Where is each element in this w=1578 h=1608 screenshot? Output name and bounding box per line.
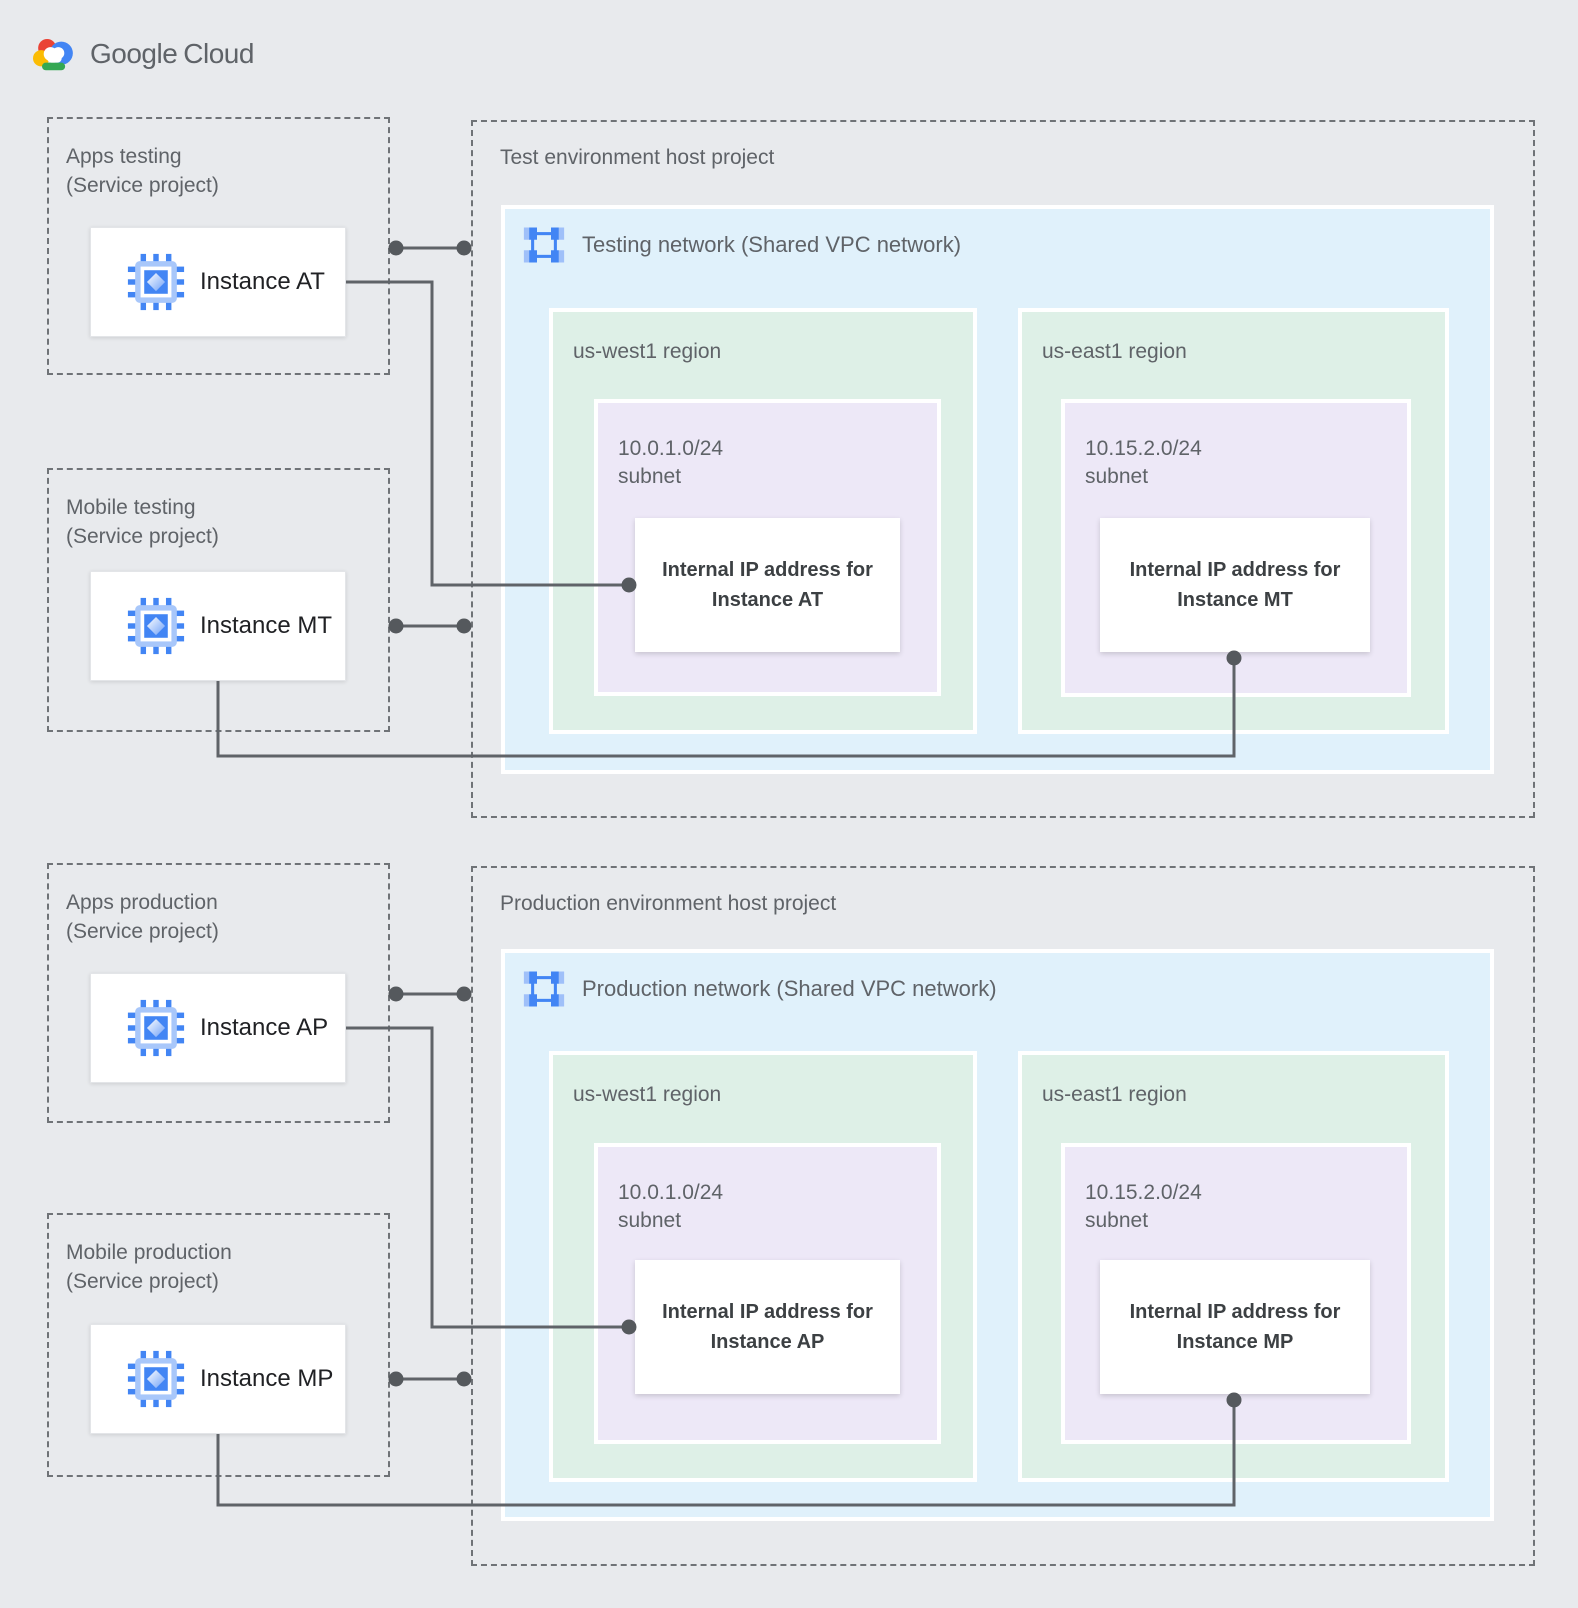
project-subtitle: (Service project): [66, 1269, 219, 1293]
project-subtitle: (Service project): [66, 524, 219, 548]
subnet-word: subnet: [618, 1209, 682, 1233]
google-cloud-logo-icon: [33, 39, 73, 71]
project-title: Apps testing: [66, 145, 182, 168]
subnet-label: 10.0.1.0/24 subnet: [598, 1147, 937, 1236]
region-label: us-east1 region: [1042, 340, 1187, 363]
instance-label: Instance AT: [200, 268, 325, 295]
vpc-network-icon: [523, 227, 565, 263]
logo-brand: Google: [90, 38, 178, 69]
internal-ip-card-instance-at: Internal IP address for Instance AT: [635, 518, 900, 652]
mobile-testing-label: Mobile testing (Service project): [49, 470, 388, 552]
production-vpc-header: Production network (Shared VPC network): [505, 953, 1490, 1009]
apps-testing-label: Apps testing (Service project): [49, 119, 388, 201]
ip-card-line1: Internal IP address for: [662, 559, 873, 581]
production-vpc-label: Production network (Shared VPC network): [582, 976, 997, 1001]
subnet-cidr: 10.0.1.0/24: [618, 437, 724, 460]
ip-card-line1: Internal IP address for: [662, 1301, 873, 1323]
compute-engine-chip-icon: [127, 1350, 185, 1408]
logo-product: Cloud: [183, 38, 254, 69]
subnet-cidr: 10.15.2.0/24: [1085, 437, 1202, 460]
testing-vpc-label: Testing network (Shared VPC network): [582, 232, 962, 257]
connector-mp-peering: [388, 1371, 472, 1387]
region-label: us-west1 region: [573, 1083, 722, 1106]
ip-card-line2: Instance MT: [1177, 589, 1293, 611]
project-title: Apps production: [66, 891, 218, 914]
subnet-word: subnet: [618, 465, 682, 489]
subnet-cidr: 10.15.2.0/24: [1085, 1181, 1202, 1204]
subnet-word: subnet: [1085, 465, 1149, 489]
subnet-word: subnet: [1085, 1209, 1149, 1233]
subnet-label: 10.0.1.0/24 subnet: [598, 403, 937, 492]
ip-card-line2: Instance AT: [711, 589, 824, 611]
internal-ip-card-instance-mp: Internal IP address for Instance MP: [1100, 1260, 1370, 1394]
connector-ap-peering: [388, 986, 472, 1002]
ip-card-line1: Internal IP address for: [1129, 559, 1341, 581]
compute-engine-chip-icon: [127, 597, 185, 655]
internal-ip-card-instance-mt: Internal IP address for Instance MT: [1100, 518, 1370, 652]
project-title: Mobile production: [66, 1241, 232, 1264]
connector-mt-peering: [388, 618, 472, 634]
region-label: us-west1 region: [573, 340, 722, 363]
instance-label: Instance MP: [200, 1365, 334, 1392]
compute-engine-chip-icon: [127, 253, 185, 311]
compute-engine-chip-icon: [127, 999, 185, 1057]
testing-vpc-header: Testing network (Shared VPC network): [505, 209, 1490, 265]
ip-card-line1: Internal IP address for: [1129, 1301, 1341, 1323]
instance-mt-card: Instance MT: [90, 571, 346, 681]
instance-label: Instance MT: [200, 612, 333, 639]
mobile-production-label: Mobile production (Service project): [49, 1215, 388, 1297]
connector-at-peering: [388, 240, 472, 256]
ip-card-line2: Instance AP: [710, 1331, 825, 1353]
instance-ap-card: Instance AP: [90, 973, 346, 1083]
ip-card-line2: Instance MP: [1176, 1331, 1294, 1353]
region-label: us-east1 region: [1042, 1083, 1187, 1106]
subnet-cidr: 10.0.1.0/24: [618, 1181, 724, 1204]
instance-at-card: Instance AT: [90, 227, 346, 337]
instance-label: Instance AP: [200, 1014, 329, 1041]
apps-production-label: Apps production (Service project): [49, 865, 388, 947]
subnet-label: 10.15.2.0/24 subnet: [1065, 403, 1407, 492]
internal-ip-card-instance-ap: Internal IP address for Instance AP: [635, 1260, 900, 1394]
subnet-label: 10.15.2.0/24 subnet: [1065, 1147, 1407, 1236]
production-host-project-title: Production environment host project: [500, 892, 837, 915]
vpc-network-icon: [523, 971, 565, 1007]
test-host-project-title: Test environment host project: [500, 146, 775, 169]
project-subtitle: (Service project): [66, 919, 219, 943]
project-subtitle: (Service project): [66, 173, 219, 197]
instance-mp-card: Instance MP: [90, 1324, 346, 1434]
project-title: Mobile testing: [66, 496, 196, 519]
